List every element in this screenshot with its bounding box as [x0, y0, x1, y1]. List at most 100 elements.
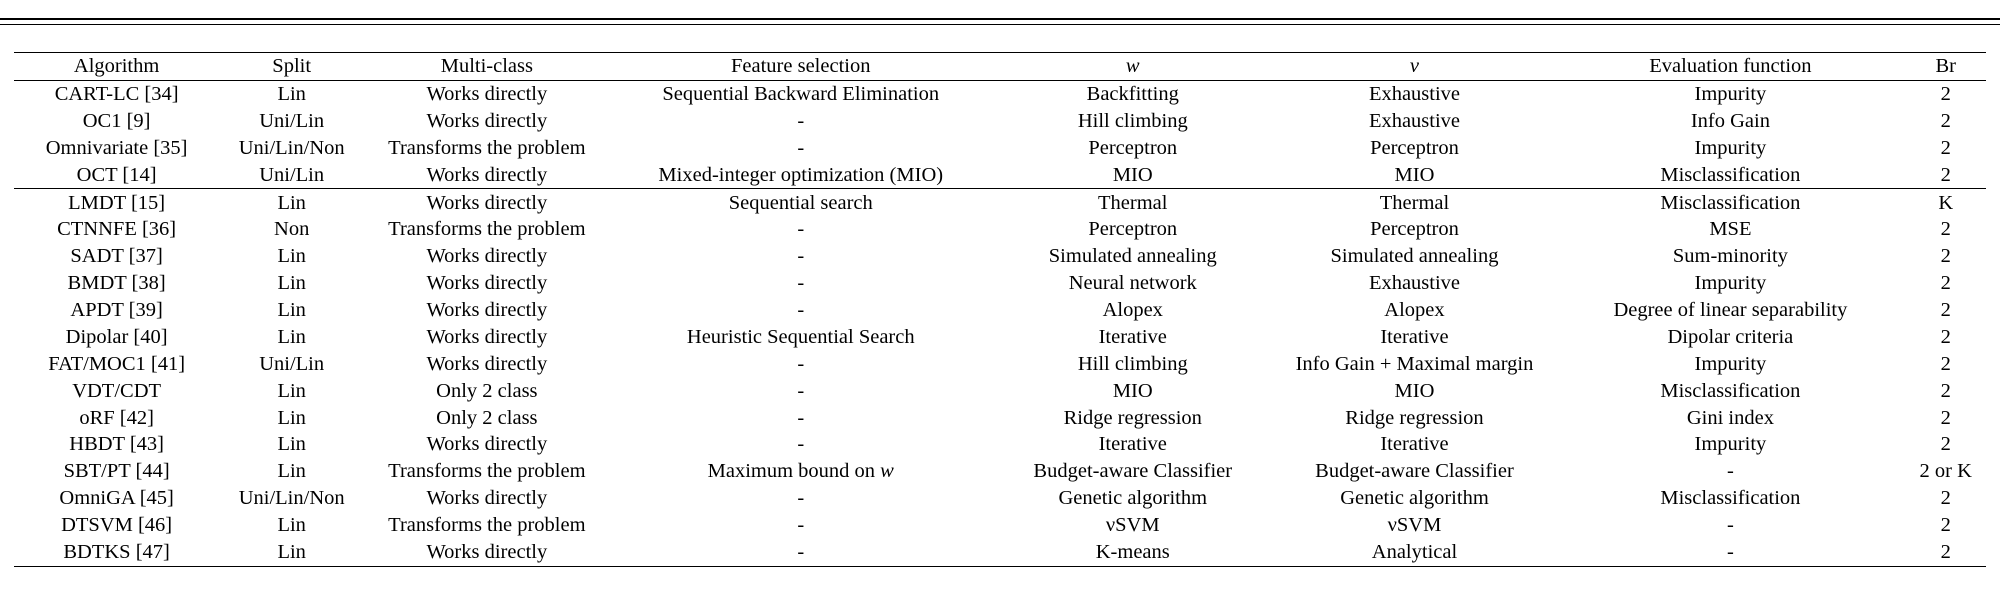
cell-algorithm: FAT/MOC1 [41]: [48, 352, 186, 375]
cell-split: Lin: [277, 433, 306, 456]
cell-w: MIO: [1112, 379, 1153, 402]
cell-evaluation-function: Misclassification: [1660, 379, 1801, 402]
cell-algorithm: LMDT [15]: [68, 191, 166, 214]
cell-split: Uni/Lin: [259, 163, 325, 186]
cell-w: Hill climbing: [1077, 109, 1188, 132]
cell-br: 2: [1940, 325, 1951, 348]
cell-feature-selection: Maximum bound on w: [707, 460, 894, 483]
cell-multi-class: Works directly: [426, 540, 548, 563]
cell-algorithm: VDT/CDT: [72, 379, 162, 402]
cell-algorithm: OC1 [9]: [82, 109, 151, 132]
cell-split: Lin: [277, 272, 306, 295]
cell-algorithm: CART-LC [34]: [54, 83, 179, 106]
cell-multi-class: Only 2 class: [436, 379, 538, 402]
cell-evaluation-function: Impurity: [1694, 83, 1767, 106]
cell-split: Lin: [277, 514, 306, 537]
cell-v: Iterative: [1380, 325, 1449, 348]
cell-br: 2: [1940, 83, 1951, 106]
cell-w: Genetic algorithm: [1058, 487, 1208, 510]
table-row: DTSVM [46] Lin Transforms the problem - νSVM…: [14, 512, 1986, 539]
cell-algorithm: oRF [42]: [79, 406, 154, 429]
cell-evaluation-function: Impurity: [1694, 352, 1767, 375]
cell-split: Lin: [277, 299, 306, 322]
column-header-algorithm: Algorithm: [73, 55, 160, 78]
cell-evaluation-function: MSE: [1709, 218, 1752, 241]
cell-br: 2: [1940, 406, 1951, 429]
column-header-split: Split: [272, 55, 312, 78]
cell-algorithm: APDT [39]: [70, 299, 163, 322]
cell-split: Uni/Lin/Non: [238, 487, 345, 510]
cell-multi-class: Transforms the problem: [388, 218, 586, 241]
cell-split: Uni/Lin: [259, 109, 325, 132]
page-top-rule-second: [0, 24, 2000, 25]
cell-algorithm: DTSVM [46]: [61, 514, 173, 537]
table-header-row: Algorithm Split Multi-class Feature sele…: [14, 52, 1986, 81]
cell-split: Uni/Lin: [259, 352, 325, 375]
cell-multi-class: Works directly: [426, 191, 548, 214]
cell-algorithm: BMDT [38]: [67, 272, 166, 295]
cell-split: Lin: [277, 325, 306, 348]
cell-w: Simulated annealing: [1048, 245, 1217, 268]
cell-feature-selection: -: [797, 218, 805, 241]
column-header-v: v: [1409, 55, 1420, 78]
cell-feature-selection: -: [797, 299, 805, 322]
cell-algorithm: HBDT [43]: [69, 433, 164, 456]
cell-algorithm: SADT [37]: [70, 245, 163, 268]
cell-multi-class: Works directly: [426, 109, 548, 132]
cell-evaluation-function: Impurity: [1694, 272, 1767, 295]
cell-feature-selection: -: [797, 379, 805, 402]
cell-split: Lin: [277, 191, 306, 214]
cell-w: Backfitting: [1086, 83, 1179, 106]
cell-v: Simulated annealing: [1330, 245, 1499, 268]
cell-v: Exhaustive: [1368, 272, 1461, 295]
cell-feature-selection: -: [797, 433, 805, 456]
table-header: Algorithm Split Multi-class Feature sele…: [14, 52, 1986, 81]
cell-evaluation-function: -: [1726, 540, 1734, 563]
cell-v: MIO: [1394, 379, 1435, 402]
cell-w: Perceptron: [1088, 218, 1178, 241]
cell-feature-selection: -: [797, 514, 805, 537]
cell-br: K: [1938, 191, 1954, 214]
column-header-evaluation-function: Evaluation function: [1649, 55, 1812, 78]
cell-feature-selection: -: [797, 109, 805, 132]
cell-feature-selection: -: [797, 487, 805, 510]
cell-feature-selection: -: [797, 272, 805, 295]
cell-multi-class: Only 2 class: [436, 406, 538, 429]
cell-w: Ridge regression: [1063, 406, 1202, 429]
column-header-br: Br: [1935, 55, 1956, 78]
cell-multi-class: Transforms the problem: [388, 460, 586, 483]
cell-evaluation-function: Misclassification: [1660, 487, 1801, 510]
cell-split: Lin: [277, 460, 306, 483]
cell-split: Lin: [277, 540, 306, 563]
cell-br: 2: [1940, 109, 1951, 132]
cell-algorithm: OCT [14]: [76, 163, 157, 186]
cell-multi-class: Works directly: [426, 487, 548, 510]
cell-evaluation-function: Gini index: [1686, 406, 1774, 429]
cell-br: 2: [1940, 433, 1951, 456]
cell-multi-class: Transforms the problem: [388, 514, 586, 537]
cell-w: Neural network: [1068, 272, 1197, 295]
cell-w: Budget-aware Classifier: [1033, 460, 1233, 483]
cell-evaluation-function: Dipolar criteria: [1667, 325, 1794, 348]
cell-feature-selection: Heuristic Sequential Search: [686, 325, 915, 348]
cell-w: K-means: [1095, 540, 1170, 563]
column-header-w: w: [1125, 55, 1140, 78]
cell-feature-selection: Sequential search: [728, 191, 873, 214]
cell-multi-class: Works directly: [426, 272, 548, 295]
cell-br: 2: [1940, 272, 1951, 295]
cell-w: MIO: [1112, 163, 1153, 186]
algorithm-comparison-table: Algorithm Split Multi-class Feature sele…: [14, 52, 1986, 567]
cell-multi-class: Transforms the problem: [388, 136, 586, 159]
cell-split: Lin: [277, 245, 306, 268]
cell-algorithm: Dipolar [40]: [65, 325, 168, 348]
cell-v: νSVM: [1387, 514, 1442, 537]
